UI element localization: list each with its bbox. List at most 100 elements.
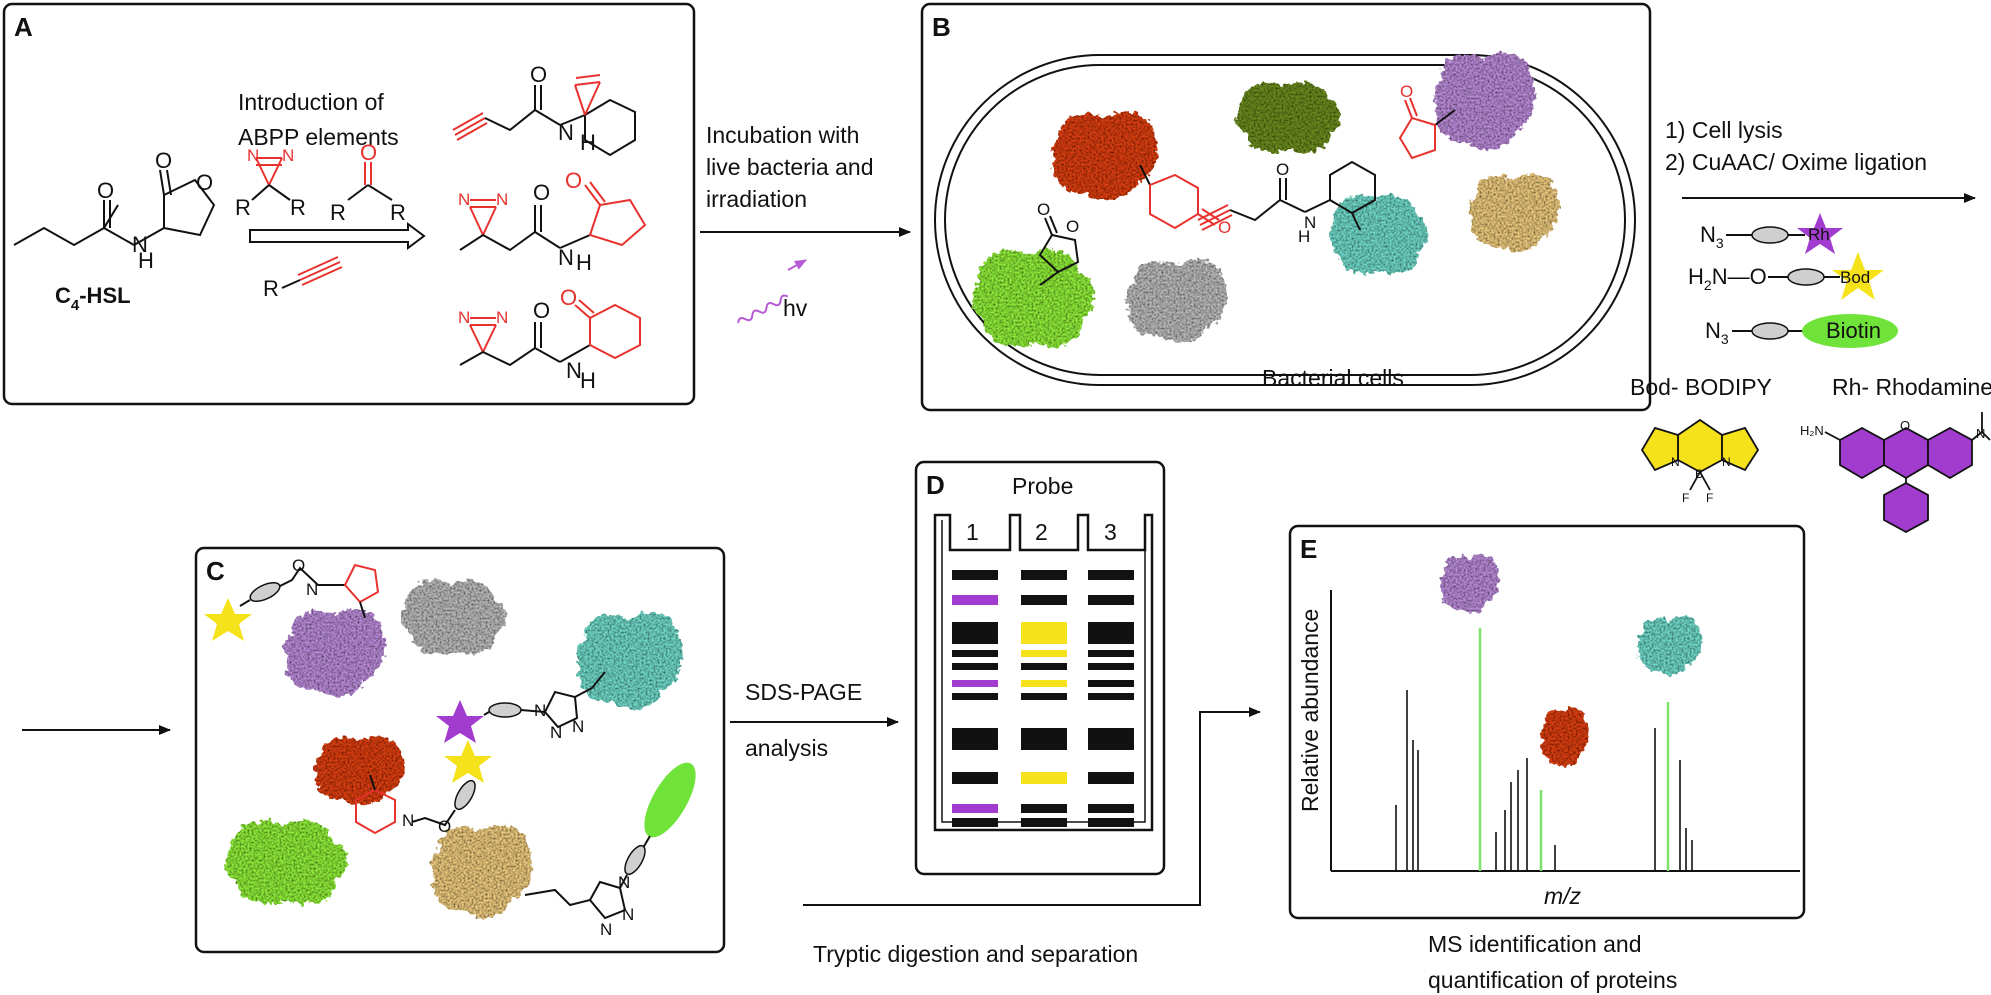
reagent-2-group: H2N—O [1688,264,1767,293]
panel-d-frame [914,460,1166,876]
protein-tan [430,824,532,918]
atom-n: N [622,905,634,924]
linker-icon [624,844,646,876]
gel-band [952,772,998,784]
linker-icon [1751,226,1789,244]
gel-band [1088,818,1134,827]
ketone-icon [347,162,393,201]
gel-band [1088,693,1134,700]
arrow-de-line [803,707,1261,906]
tryptic-label: Tryptic digestion and separation [813,941,1138,967]
gel-band [1021,622,1067,644]
arrow-a-to-b: Incubation with live bacteria and irradi… [700,122,911,324]
panel-b-frame [920,2,1652,412]
atom-o: O [155,148,172,173]
bacterial-cell-inner [944,64,1626,376]
biotin-ellipse-icon [644,762,696,838]
atom-n: N [306,580,318,599]
protein-teal [576,612,683,710]
probe-2-structure [459,181,647,252]
r-group: R [235,195,251,220]
triazole-ring [543,690,579,729]
bodipy-star-icon [204,598,252,641]
bound-probe-1 [1139,164,1220,230]
step-cell-lysis: 1) Cell lysis [1665,117,1783,143]
atom-o: O [1037,200,1050,219]
protein-red [1540,708,1589,767]
linker-icon [1787,268,1825,286]
atom-o: O [97,178,114,203]
ms-ylabel: Relative abundance [1297,609,1323,812]
ms-peaks [1395,628,1693,871]
gel-band [1088,772,1134,784]
atom-n: N [458,190,470,209]
c4-hsl-structure [13,169,216,247]
atom-o: O [360,140,377,165]
reagent-2-tag: Bod [1840,268,1870,287]
gel-band [1021,663,1067,670]
legend-bod: Bod- BODIPY [1630,374,1772,400]
atom-n: N [282,146,294,165]
bodipy-star-icon [1832,252,1884,300]
atom-f: F [1706,491,1713,505]
ms-caption-2: quantification of proteins [1428,967,1677,993]
atom-f: F [1682,491,1689,505]
protein-red [314,736,405,805]
step-ligation: 2) CuAAC/ Oxime ligation [1665,149,1927,175]
atom-n: N [132,232,148,257]
atom-o: O [292,556,305,575]
panel-c-frame [194,546,726,954]
probe-1-structure [452,74,636,157]
reagent-3-tag: Biotin [1826,318,1881,343]
atom-o: O [1066,217,1079,236]
reagent-3-group: N3 [1705,318,1729,347]
gel-band [1021,804,1067,813]
protein-olive [1236,82,1342,152]
atom-o: O [196,170,213,195]
rh-h2n: H₂N [1800,423,1824,438]
gel-band [952,728,998,750]
gel-band [952,650,998,657]
protein-red [1051,111,1158,200]
rhodamine-star-icon [436,700,484,743]
gel-band [1021,818,1067,827]
gel-band [1021,570,1067,580]
panel-a-arrow-text-1: Introduction of [238,89,384,115]
rhodamine-structure [1824,412,1991,534]
rhodamine-star-icon [1797,213,1843,254]
gel-band [952,595,998,605]
atom-n: N [1976,426,1985,441]
lane-label: 3 [1104,519,1117,545]
atom-o: O [1400,82,1413,101]
gel-outline [933,513,1154,832]
panel-e-frame [1288,524,1806,920]
gel-band [1088,804,1134,813]
protein-lavender [1440,554,1499,613]
bound-probe-3 [1197,160,1376,231]
atom-n: N [566,358,582,383]
r-group: R [263,276,279,301]
sds-page-label: SDS-PAGE [745,679,862,705]
reagent-1-tag: Rh [1808,225,1830,244]
panel-a-letter: A [14,12,33,42]
lane-label: 1 [966,519,979,545]
atom-n: N [1304,213,1316,232]
triazole-ring [588,880,627,920]
lane-label: 2 [1035,519,1048,545]
atom-n: N [550,723,562,742]
probe-3-structure [459,299,641,367]
atom-h: H [576,250,592,275]
atom-n: N [1671,455,1680,469]
protein-teal [1329,194,1429,274]
atom-o: O [438,817,451,836]
bound-probe-2 [1398,97,1456,160]
gel-band [1021,650,1067,657]
light-wave-icon [737,294,789,324]
atom-h: H [138,248,154,273]
ms-xlabel: m/z [1544,883,1582,909]
gel-band [952,570,998,580]
atom-n: N [1722,455,1731,469]
atom-o: O [560,285,577,310]
gel-band [1088,728,1134,750]
gel-band [952,680,998,687]
